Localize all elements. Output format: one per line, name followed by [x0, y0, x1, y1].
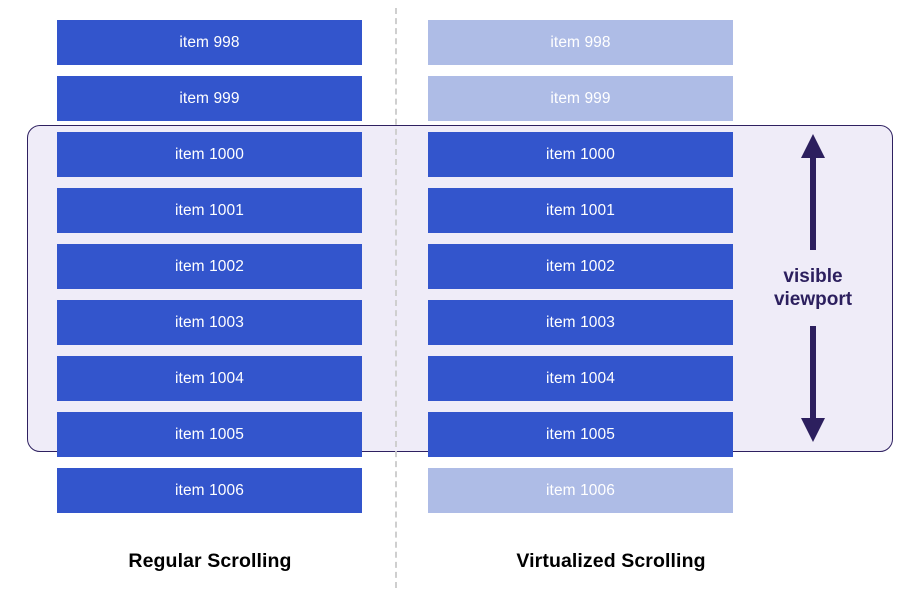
list-item[interactable]: item 998: [428, 20, 733, 65]
list-item[interactable]: item 1002: [57, 244, 362, 289]
list-item[interactable]: item 998: [57, 20, 362, 65]
list-item[interactable]: item 1002: [428, 244, 733, 289]
list-item[interactable]: item 1003: [57, 300, 362, 345]
list-item[interactable]: item 1000: [57, 132, 362, 177]
list-item[interactable]: item 999: [57, 76, 362, 121]
arrow-down-icon: [798, 326, 828, 444]
list-item[interactable]: item 1004: [57, 356, 362, 401]
column-divider: [395, 8, 397, 588]
list-item[interactable]: item 1003: [428, 300, 733, 345]
list-item[interactable]: item 1006: [57, 468, 362, 513]
list-item[interactable]: item 1000: [428, 132, 733, 177]
list-item[interactable]: item 1001: [428, 188, 733, 233]
caption-regular-scrolling: Regular Scrolling: [128, 550, 292, 572]
list-item[interactable]: item 1004: [428, 356, 733, 401]
list-item[interactable]: item 1001: [57, 188, 362, 233]
list-item[interactable]: item 1005: [57, 412, 362, 457]
list-item[interactable]: item 999: [428, 76, 733, 121]
caption-virtualized-scrolling: Virtualized Scrolling: [516, 550, 706, 572]
viewport-annotation: visible viewport: [752, 132, 874, 444]
viewport-label: visible viewport: [773, 265, 853, 310]
list-item[interactable]: item 1006: [428, 468, 733, 513]
arrow-up-icon: [798, 132, 828, 250]
list-item[interactable]: item 1005: [428, 412, 733, 457]
